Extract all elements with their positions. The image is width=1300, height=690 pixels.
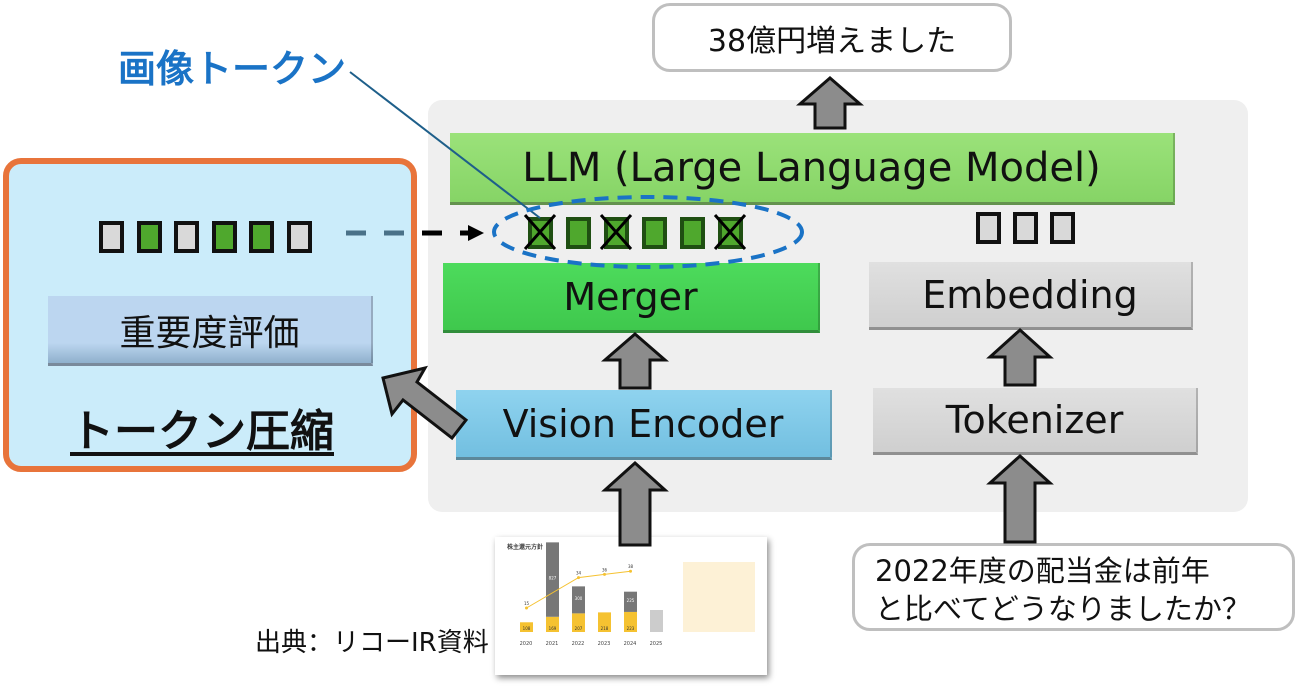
thumbnail-per-share-line [526, 570, 631, 609]
thumbnail-year-label: 2023 [598, 641, 611, 647]
merged-token-square [566, 217, 591, 249]
thumbnail-dividend-bar [572, 613, 585, 632]
thumbnail-dividend-label: 223 [627, 626, 635, 631]
up-arrow-tokenizer [986, 453, 1054, 544]
diagonal-arrow-compression [381, 365, 469, 441]
thumbnail-dividend-bar [624, 611, 637, 632]
up-arrow-embedding [986, 327, 1054, 387]
thumbnail-year-label: 2021 [546, 641, 559, 647]
token-square [174, 221, 199, 253]
question-line: 2022年度の配当金は前年 [875, 554, 1210, 588]
thumbnail-buyback-label: 300 [575, 596, 583, 601]
text-token-square [1013, 212, 1038, 244]
thumbnail-dividend-bar [598, 612, 611, 632]
thumbnail-year-label: 2025 [650, 641, 663, 647]
thumbnail-year-label: 2020 [520, 641, 533, 647]
image-token-title: 画像トークン [118, 47, 347, 91]
image-token-ellipse [492, 195, 804, 269]
tokenizer-box: Tokenizer [873, 388, 1198, 455]
ir-document-thumbnail: 株主還元方針 2020 108 2021 169 827 2022 207 300 2023 21… [495, 537, 767, 675]
thumbnail-title: 株主還元方針 [507, 544, 544, 551]
token-square [211, 221, 237, 253]
importance-evaluation-box: 重要度評価 [48, 296, 373, 366]
removed-x-icon [599, 214, 633, 250]
up-arrow-merger [600, 332, 670, 390]
thumbnail-per-share-point [603, 572, 606, 576]
dashed-arrow-head [468, 225, 484, 241]
thumbnail-side-notes [683, 562, 755, 632]
thumbnail-per-share-point [577, 576, 580, 580]
removed-x-icon [523, 214, 557, 250]
thumbnail-chart: 2020 108 2021 169 827 2022 207 300 2023 218 2024 22… [520, 542, 755, 647]
title-pointer-line [349, 71, 541, 219]
thumbnail-per-share-label: 15 [524, 601, 530, 606]
thumbnail-dividend-label: 207 [575, 626, 583, 631]
token-square [136, 221, 162, 253]
token-square [286, 221, 312, 253]
source-caption: 出典：リコーIR資料 [255, 628, 489, 658]
thumbnail-per-share-label: 38 [628, 564, 634, 569]
output-bubble: 38億円増えました [652, 3, 1012, 72]
token-compression-label: トークン圧縮 [70, 406, 334, 457]
thumbnail-year-label: 2024 [624, 641, 637, 647]
thumbnail-buyback-label: 225 [627, 598, 635, 603]
merged-token-square [642, 217, 667, 249]
thumbnail-dividend-bar [546, 616, 559, 632]
thumbnail-dividend-label: 169 [549, 626, 557, 631]
text-token-square [976, 212, 1001, 244]
output-text: 38億円増えました [707, 23, 957, 59]
thumbnail-buyback-label: 827 [549, 576, 557, 581]
thumbnail-forecast-bar [650, 610, 663, 632]
token-square [99, 221, 124, 253]
thumbnail-dividend-label: 218 [601, 626, 609, 631]
thumbnail-year-label: 2022 [572, 641, 585, 647]
up-arrow-vision [601, 460, 669, 547]
removed-x-icon [713, 214, 747, 250]
thumbnail-per-share-point [629, 569, 632, 573]
up-arrow-output [795, 76, 865, 130]
thumbnail-dividend-bar [520, 622, 533, 632]
thumbnail-buyback-bar [624, 591, 637, 612]
question-line: と比べてどうなりましたか？ [875, 592, 1251, 626]
thumbnail-per-share-label: 36 [602, 567, 608, 572]
merged-token-square [680, 217, 705, 249]
text-token-square [1050, 212, 1075, 244]
thumbnail-buyback-bar [572, 586, 585, 614]
thumbnail-per-share-label: 34 [576, 571, 582, 576]
vision-encoder-box: Vision Encoder [456, 390, 832, 460]
embedding-box: Embedding [869, 262, 1193, 330]
token-square [249, 221, 274, 253]
question-bubble: 2022年度の配当金は前年 と比べてどうなりましたか？ [852, 543, 1295, 631]
thumbnail-buyback-bar [546, 542, 559, 617]
merger-box: Merger [443, 263, 820, 333]
llm-box: LLM (Large Language Model) [450, 133, 1175, 205]
thumbnail-per-share-point [525, 606, 528, 610]
thumbnail-dividend-label: 108 [523, 626, 531, 631]
